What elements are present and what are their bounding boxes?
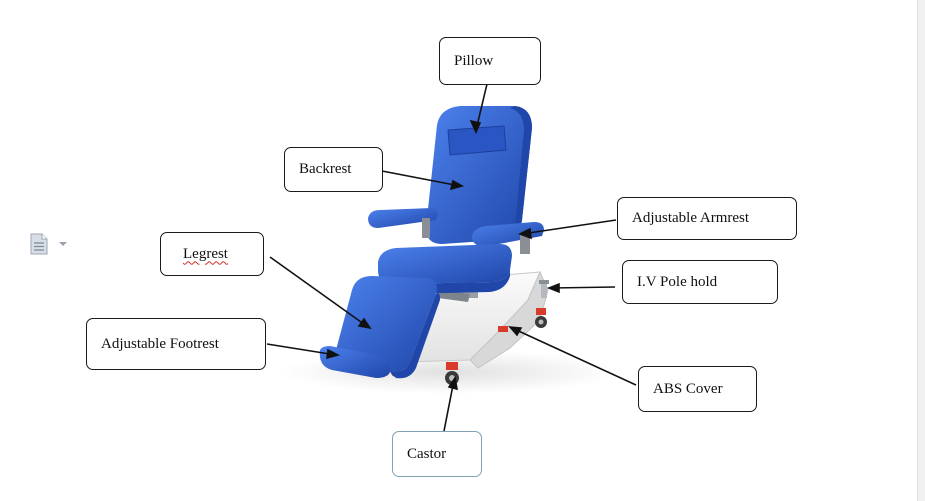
label-castor-text: Castor <box>407 445 447 462</box>
arrowhead-footrest <box>326 348 341 360</box>
arrowhead-armrest <box>517 227 532 240</box>
pillow-shape <box>447 125 507 156</box>
label-iv-pole-hold: I.V Pole hold <box>622 260 778 304</box>
arrow-armrest <box>521 219 617 235</box>
arrowhead-iv-pole <box>546 282 560 294</box>
label-abs-cover-text: ABS Cover <box>653 380 723 397</box>
arrowhead-pillow <box>469 119 482 134</box>
arrow-footrest <box>266 343 337 356</box>
chevron-down-icon <box>59 242 67 246</box>
label-adjustable-armrest: Adjustable Armrest <box>617 197 797 240</box>
arrowhead-abs-cover <box>508 326 523 337</box>
pointer-arrows <box>266 83 637 432</box>
label-adjustable-footrest-text: Adjustable Footrest <box>101 335 219 352</box>
document-icon[interactable] <box>30 233 70 255</box>
arrow-backrest <box>381 170 461 187</box>
arrow-legrest <box>269 256 369 328</box>
label-adjustable-armrest-text: Adjustable Armrest <box>632 210 750 226</box>
label-castor: Castor <box>392 431 482 477</box>
label-backrest: Backrest <box>284 147 383 192</box>
armrest-right <box>472 222 544 254</box>
iv-pole-holder <box>539 280 549 298</box>
label-adjustable-footrest: Adjustable Footrest <box>86 318 266 370</box>
label-pillow-text: Pillow <box>454 52 494 69</box>
label-iv-pole-hold-text: I.V Pole hold <box>637 273 718 290</box>
arrow-iv-pole <box>550 286 616 289</box>
arrowhead-backrest <box>449 179 465 191</box>
arrow-abs-cover <box>511 327 637 386</box>
label-legrest: Legrest <box>160 232 264 276</box>
legrest-shape <box>335 276 440 379</box>
label-legrest-text: Legrest <box>183 245 228 262</box>
label-pillow: Pillow <box>439 37 541 85</box>
arrowhead-legrest <box>357 317 372 330</box>
scrollbar[interactable] <box>917 0 925 501</box>
label-abs-cover: ABS Cover <box>638 366 757 412</box>
arrowhead-castor <box>447 375 459 391</box>
armrest-left <box>368 208 438 238</box>
label-backrest-text: Backrest <box>299 161 352 177</box>
